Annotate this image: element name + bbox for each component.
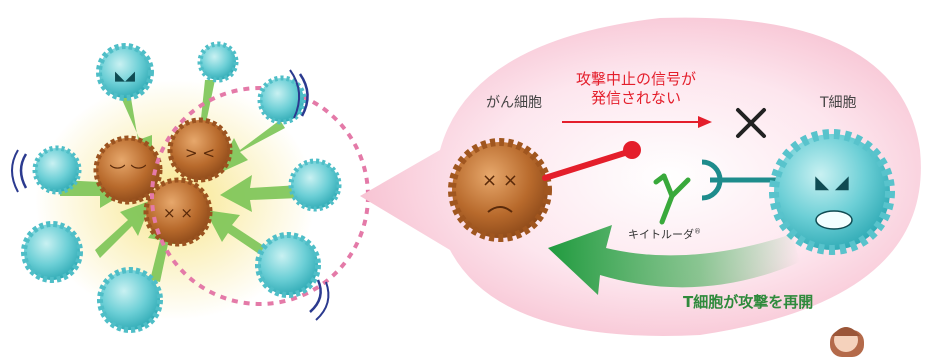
cancer-cell-icon: × × [448,138,552,242]
svg-text:× ×: × × [482,170,518,191]
cross-mark-icon [736,108,766,138]
cancer-cell-icon: ︶ ︶ [93,135,163,205]
signal-arrow [562,116,712,128]
drug-name: キイトルーダ [628,228,694,241]
resume-attack-arrow [548,225,800,295]
t-cell-icon [255,232,330,321]
resume-attack-label: T細胞が攻撃を再開 [683,293,814,311]
t-cell-icon [257,69,309,125]
t-cell-icon [288,158,342,212]
svg-text:◣◢: ◣◢ [115,69,135,84]
cancer-cell-label: がん細胞 [486,95,542,111]
registered-mark: ® [694,227,701,236]
antibody-icon [653,173,691,225]
signal-label: 攻撃中止の信号が 発信されない [566,70,706,108]
svg-text:> <: > < [185,144,215,162]
left-cluster: ︶ ︶ > < × × ◣◢ [11,41,370,333]
cancer-cell-icon: × × [143,177,213,247]
drug-label: キイトルーダ® [628,226,701,242]
signal-label-line2: 発信されない [590,89,681,107]
ligand-icon [542,141,641,181]
t-cell-icon [97,267,163,333]
cancer-cell-icon: > < [167,117,233,183]
t-cell-icon: ◣◢ [96,43,154,101]
t-cell-icon [21,221,83,283]
svg-text:◣ ◢: ◣ ◢ [815,172,849,193]
person-icon [830,327,864,357]
svg-text:︶ ︶: ︶ ︶ [109,163,146,182]
t-cell-icon: ◣ ◢ [769,129,895,255]
svg-text:× ×: × × [163,204,193,222]
t-cell-icon [197,41,239,83]
t-cell-icon [11,145,82,195]
t-cell-label: T細胞 [820,95,857,111]
signal-label-line1: 攻撃中止の信号が [575,70,696,88]
